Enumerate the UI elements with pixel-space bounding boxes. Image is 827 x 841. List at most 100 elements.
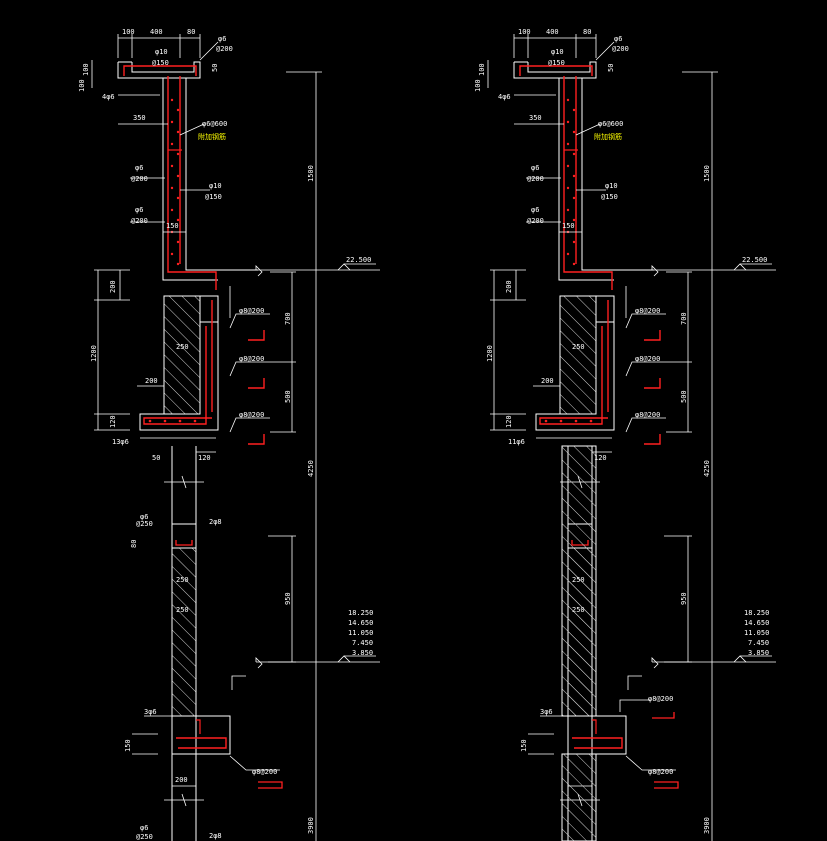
dimension-label: 950	[284, 592, 292, 605]
dimension-label: 200	[145, 377, 158, 385]
elevation-label: 18.250	[744, 609, 769, 617]
leader	[229, 361, 270, 377]
rebar-dot	[566, 208, 570, 212]
rebar-label: @150	[205, 193, 222, 201]
rebar-cap	[123, 65, 197, 76]
rebar-label: @150	[548, 59, 565, 67]
break-mark	[651, 657, 659, 669]
dimension-label: 400	[546, 28, 559, 36]
brick-wall-middle	[171, 547, 197, 717]
rebar-detail	[644, 330, 661, 341]
leader	[619, 699, 650, 712]
rebar-dot	[566, 142, 570, 146]
brick-wall-upper	[559, 295, 597, 415]
elevation-label: 7.450	[748, 639, 769, 647]
dimension-label: 120	[594, 454, 607, 462]
rebar-label: @150	[152, 59, 169, 67]
rebar-dot	[566, 164, 570, 168]
rebar-label: φ10	[155, 48, 168, 56]
leader	[199, 41, 219, 61]
rebar-label: φ8@200	[239, 307, 264, 315]
rebar-label: φ10	[605, 182, 618, 190]
rebar-detail	[258, 781, 283, 789]
rebar-dot	[572, 262, 576, 266]
dimension-label: 1200	[90, 345, 98, 362]
rebar-label: φ6	[218, 35, 226, 43]
elevation-label: 14.650	[348, 619, 373, 627]
rebar-detail	[654, 781, 679, 789]
rebar-label: φ8@200	[239, 355, 264, 363]
rebar-dot	[163, 419, 167, 423]
dimension-label: 1500	[703, 165, 711, 182]
dimension-label: 100	[478, 63, 486, 76]
dimension-label: 950	[680, 592, 688, 605]
slab-section	[567, 715, 627, 755]
elevation-label: 3.850	[352, 649, 373, 657]
rebar-label: 3φ6	[540, 708, 553, 716]
leader	[625, 755, 676, 771]
rebar-slab	[592, 719, 597, 734]
leader	[229, 417, 270, 433]
brick-wall-continuous	[561, 445, 597, 717]
rebar-label: @200	[612, 45, 629, 53]
dimension-label: 150	[520, 739, 528, 752]
dimension-label: 80	[187, 28, 195, 36]
rebar-label: 4φ6	[102, 93, 115, 101]
dimension-label: 250	[176, 576, 189, 584]
rebar-label: 11φ6	[508, 438, 525, 446]
rebar-label: φ8@200	[635, 355, 660, 363]
rebar-dot	[176, 108, 180, 112]
rebar-dot	[572, 218, 576, 222]
rebar-dot	[176, 196, 180, 200]
rebar-dot	[572, 196, 576, 200]
elevation-label: 22.500	[742, 256, 767, 264]
rebar-dot	[170, 164, 174, 168]
rebar-label: φ8@200	[635, 411, 660, 419]
rebar-detail	[644, 378, 661, 389]
rebar-label: φ6@600	[202, 120, 227, 128]
leader	[231, 675, 246, 690]
parapet-stem-left	[162, 78, 218, 281]
rebar-ring	[175, 540, 193, 546]
rebar-dot	[572, 108, 576, 112]
rebar-dot	[176, 152, 180, 156]
leader	[229, 755, 280, 771]
rebar-label: @250	[136, 520, 153, 528]
dimension-label: 700	[680, 312, 688, 325]
dimension-label: 80	[583, 28, 591, 36]
dimension-label: 100	[82, 63, 90, 76]
dimension-label: 1500	[307, 165, 315, 182]
dimension-label: 50	[211, 64, 219, 72]
dimension-label: 120	[198, 454, 211, 462]
dimension-label: 4250	[307, 460, 315, 477]
rebar-label: 3φ6	[144, 708, 157, 716]
rebar-detail	[248, 434, 265, 445]
dimension-label: 100	[122, 28, 135, 36]
rebar-label: φ6	[614, 35, 622, 43]
rebar-dot	[148, 419, 152, 423]
dimension-label: 120	[109, 415, 117, 428]
leader	[229, 313, 270, 329]
rebar-dot	[178, 419, 182, 423]
rebar-stem-outer	[563, 76, 613, 290]
dimension-label: 200	[505, 280, 513, 293]
break-mark	[255, 265, 263, 277]
rebar-dot	[572, 174, 576, 178]
leader	[625, 313, 666, 329]
rebar-dot	[170, 208, 174, 212]
dimension-label: 500	[680, 390, 688, 403]
rebar-label: @200	[131, 217, 148, 225]
leader	[627, 675, 642, 690]
dimension-label: 80	[130, 540, 138, 548]
dimension-label: 400	[150, 28, 163, 36]
rebar-label: φ10	[209, 182, 222, 190]
leader	[179, 123, 205, 136]
dimension-label: 150	[166, 222, 179, 230]
rebar-dot	[589, 419, 593, 423]
rebar-label: φ6	[135, 164, 143, 172]
rebar-label: φ8@200	[239, 411, 264, 419]
rebar-label: φ6	[140, 824, 148, 832]
rebar-label: φ8@200	[252, 768, 277, 776]
